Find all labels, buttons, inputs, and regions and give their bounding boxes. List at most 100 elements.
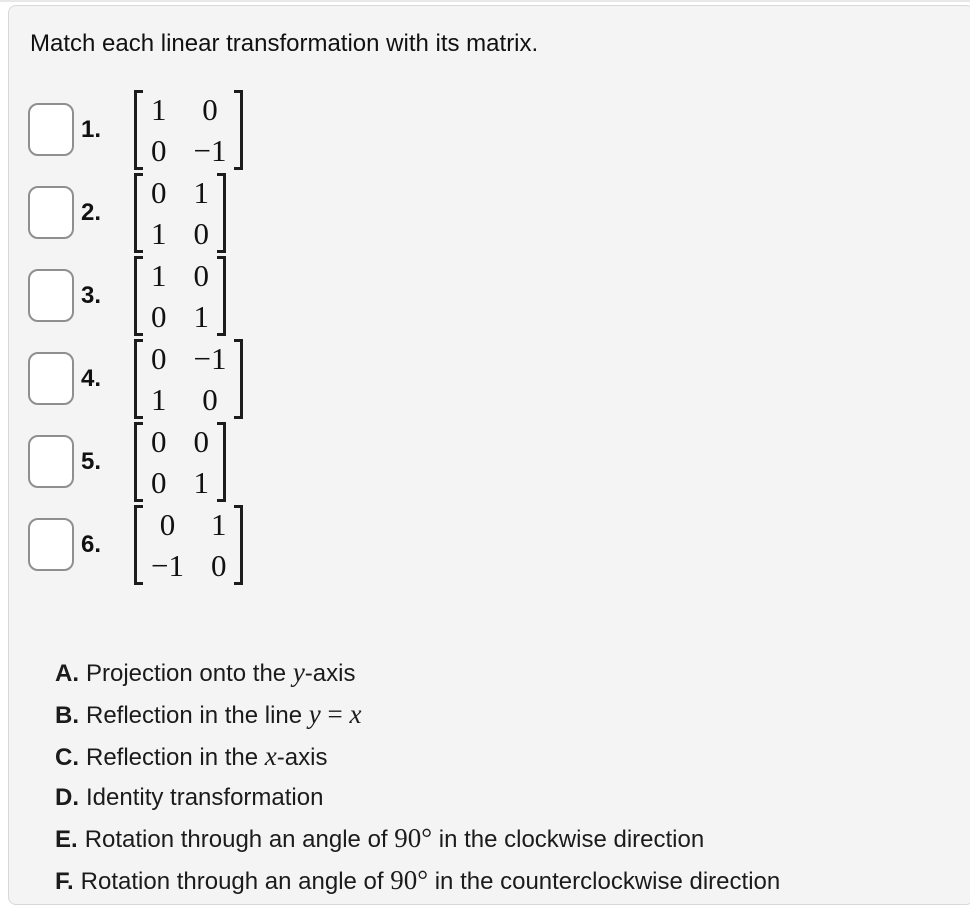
row-number: 5. <box>81 447 102 475</box>
matrix-cell: 0 <box>151 174 167 210</box>
matrix-right-bracket <box>217 421 226 502</box>
option-text: Rotation through an angle of 90° in the … <box>84 823 705 853</box>
option-row: D. Identity transformation <box>55 778 953 818</box>
answer-checkbox[interactable] <box>28 518 74 571</box>
matrix-cell: 0 <box>151 464 167 500</box>
matching-list: 1. 1 0 0 −1 2. 0 1 1 0 3. <box>28 88 953 586</box>
option-text-part: Reflection in the line <box>86 702 309 729</box>
matrix-entries: 1 0 0 1 <box>143 256 217 336</box>
match-row: 5. 0 0 0 1 <box>28 420 953 503</box>
matrix: 0 −1 1 0 <box>134 338 244 419</box>
matrix-cell: 0 <box>210 547 227 583</box>
matrix-entries: 0 −1 1 0 <box>143 339 234 419</box>
matrix-cell: 0 <box>159 506 176 542</box>
matrix-cell: −1 <box>151 547 184 583</box>
option-text-part: -axis <box>276 744 328 771</box>
option-row: B. Reflection in the line y = x <box>55 694 953 736</box>
matrix-left-bracket <box>134 172 143 253</box>
matrix-left-bracket <box>134 504 143 585</box>
matrix-left-bracket <box>134 255 143 336</box>
option-text-part: Identity transformation <box>86 784 324 811</box>
match-row: 4. 0 −1 1 0 <box>28 337 953 420</box>
option-letter: D. <box>55 784 79 811</box>
answer-checkbox[interactable] <box>28 103 74 156</box>
matrix-cell: 0 <box>202 91 218 127</box>
answer-checkbox[interactable] <box>28 352 74 405</box>
row-number: 6. <box>81 530 102 558</box>
problem-card: Match each linear transformation with it… <box>8 5 970 905</box>
option-letter: E. <box>55 826 78 853</box>
matrix-cell: −1 <box>193 132 227 168</box>
matrix: 1 0 0 1 <box>134 255 226 336</box>
matrix-cell: 1 <box>193 464 210 500</box>
option-math-part: x <box>264 741 277 771</box>
matrix-right-bracket <box>217 172 226 253</box>
option-text-part: Rotation through an angle of <box>84 826 395 853</box>
matrix-cell: 0 <box>193 215 210 251</box>
option-letter: F. <box>55 868 74 895</box>
matrix: 0 0 0 1 <box>134 421 226 502</box>
option-math-part: 90° <box>394 823 433 853</box>
matrix-entries: 0 1 1 0 <box>143 173 217 253</box>
option-text-part: Rotation through an angle of <box>80 868 391 895</box>
matrix-cell: 0 <box>151 132 167 168</box>
match-row: 1. 1 0 0 −1 <box>28 88 953 171</box>
option-text-part: in the clockwise direction <box>432 826 705 853</box>
option-math-part: y <box>292 657 305 687</box>
option-row: A. Projection onto the y-axis <box>55 652 953 694</box>
matrix-cell: −1 <box>193 340 227 376</box>
matrix-entries: 1 0 0 −1 <box>143 90 234 170</box>
row-number: 4. <box>81 364 102 392</box>
option-text: Projection onto the y-axis <box>86 657 356 687</box>
option-text-part: -axis <box>304 660 356 687</box>
matrix-cell: 1 <box>193 298 210 334</box>
matrix-right-bracket <box>217 255 226 336</box>
option-text-part: in the counterclockwise direction <box>428 868 781 895</box>
matrix-cell: 0 <box>151 423 167 459</box>
option-math-part: x <box>349 699 362 729</box>
option-letter: A. <box>55 660 79 687</box>
option-math-part: y <box>308 699 321 729</box>
row-number: 1. <box>81 115 102 143</box>
answer-checkbox[interactable] <box>28 186 74 239</box>
row-number: 3. <box>81 281 102 309</box>
matrix-right-bracket <box>234 504 244 585</box>
matrix-cell: 0 <box>193 257 210 293</box>
problem-title: Match each linear transformation with it… <box>30 30 539 57</box>
matrix-cell: 1 <box>193 174 210 210</box>
option-math-part: = <box>320 699 350 729</box>
matrix-cell: 0 <box>151 298 167 334</box>
matrix-right-bracket <box>234 89 244 170</box>
option-row: C. Reflection in the x-axis <box>55 736 953 778</box>
answer-checkbox[interactable] <box>28 269 74 322</box>
matrix-entries: 0 0 0 1 <box>143 422 217 502</box>
option-row: F.Rotation through an angle of 90° in th… <box>55 860 953 902</box>
option-text-part: Reflection in the <box>86 744 265 771</box>
option-math-part: 90° <box>390 865 429 895</box>
matrix: 1 0 0 −1 <box>134 89 244 170</box>
matrix-cell: 0 <box>193 423 210 459</box>
matrix-cell: 1 <box>151 257 167 293</box>
matrix-left-bracket <box>134 89 143 170</box>
answer-checkbox[interactable] <box>28 435 74 488</box>
page-top-strip <box>0 0 970 2</box>
matrix-cell: 1 <box>151 215 167 251</box>
options-list: A.Projection onto the y-axis B.Reflectio… <box>55 652 953 902</box>
match-row: 2. 0 1 1 0 <box>28 171 953 254</box>
matrix-cell: 1 <box>151 381 167 417</box>
matrix-cell: 0 <box>151 340 167 376</box>
option-text: Identity transformation <box>86 784 323 811</box>
option-letter: B. <box>55 702 79 729</box>
matrix: 0 1 −1 0 <box>134 504 244 585</box>
matrix-right-bracket <box>234 338 244 419</box>
matrix-cell: 0 <box>202 381 218 417</box>
option-text-part: Projection onto the <box>86 660 293 687</box>
matrix: 0 1 1 0 <box>134 172 226 253</box>
matrix-cell: 1 <box>151 91 167 127</box>
matrix-entries: 0 1 −1 0 <box>143 505 234 585</box>
matrix-cell: 1 <box>210 506 227 542</box>
match-row: 3. 1 0 0 1 <box>28 254 953 337</box>
matrix-left-bracket <box>134 421 143 502</box>
option-letter: C. <box>55 744 79 771</box>
option-text: Reflection in the x-axis <box>86 741 328 771</box>
